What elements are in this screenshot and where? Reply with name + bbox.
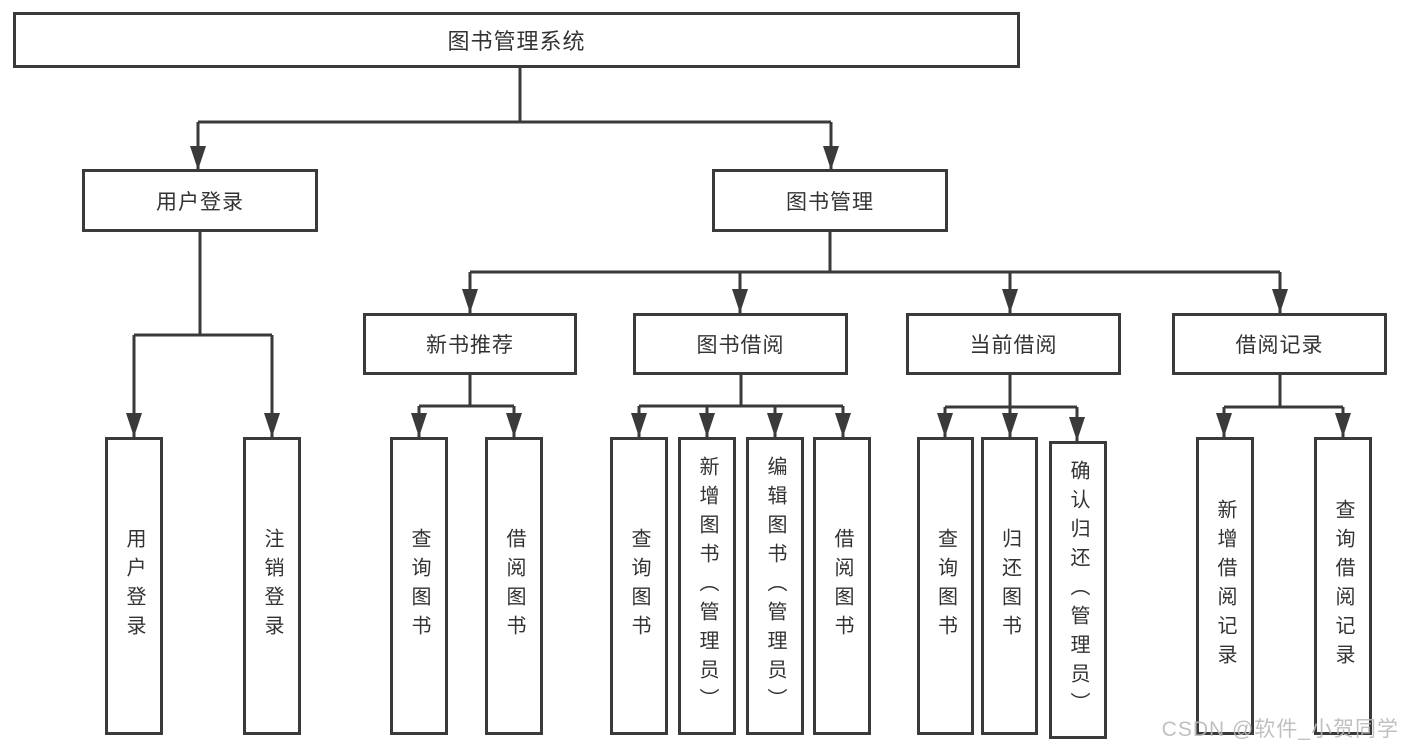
leaf-return-books-label: 归还图书 xyxy=(998,528,1021,644)
node-borrowing-records: 借阅记录 xyxy=(1172,313,1387,375)
leaf-confirm-return-admin-label: 确认归还（管理员） xyxy=(1067,459,1089,721)
leaf-confirm-return-admin: 确认归还（管理员） xyxy=(1049,441,1107,739)
leaf-borrow-books-1: 借阅图书 xyxy=(485,437,543,735)
node-book-borrowing-label: 图书借阅 xyxy=(696,334,785,357)
leaf-query-books-3-label: 查询图书 xyxy=(934,528,957,644)
leaf-user-login-label: 用户登录 xyxy=(123,528,145,644)
node-current-borrowing-label: 当前借阅 xyxy=(969,334,1058,357)
leaf-query-books-1-label: 查询图书 xyxy=(408,528,430,644)
leaf-add-borrow-record-label: 新增借阅记录 xyxy=(1214,499,1236,673)
leaf-query-borrow-record-label: 查询借阅记录 xyxy=(1332,499,1354,673)
leaf-query-borrow-record: 查询借阅记录 xyxy=(1314,437,1372,735)
leaf-borrow-books-2: 借阅图书 xyxy=(813,437,871,735)
leaf-query-books-1: 查询图书 xyxy=(390,437,448,735)
node-user-login: 用户登录 xyxy=(82,169,318,232)
leaf-logout-label: 注销登录 xyxy=(261,528,283,644)
node-root-label: 图书管理系统 xyxy=(447,29,586,54)
leaf-query-books-2: 查询图书 xyxy=(610,437,668,735)
node-new-book-recommend-label: 新书推荐 xyxy=(426,334,514,357)
leaf-add-borrow-record: 新增借阅记录 xyxy=(1196,437,1254,735)
node-current-borrowing: 当前借阅 xyxy=(906,313,1121,375)
leaf-borrow-books-1-label: 借阅图书 xyxy=(503,528,525,644)
leaf-add-books-admin-label: 新增图书（管理员） xyxy=(696,455,718,717)
csdn-watermark: CSDN @软件_小贺同学 xyxy=(1161,718,1399,741)
node-book-borrowing: 图书借阅 xyxy=(633,313,848,375)
leaf-user-login: 用户登录 xyxy=(105,437,163,735)
node-root-library-management-system: 图书管理系统 xyxy=(13,12,1020,68)
leaf-logout: 注销登录 xyxy=(243,437,301,735)
node-book-management: 图书管理 xyxy=(712,169,948,232)
leaf-add-books-admin: 新增图书（管理员） xyxy=(678,437,736,735)
leaf-return-books: 归还图书 xyxy=(981,437,1038,735)
node-new-book-recommend: 新书推荐 xyxy=(363,313,577,375)
node-borrowing-records-label: 借阅记录 xyxy=(1235,334,1324,357)
leaf-borrow-books-2-label: 借阅图书 xyxy=(831,528,853,644)
leaf-edit-books-admin: 编辑图书（管理员） xyxy=(746,437,804,735)
leaf-edit-books-admin-label: 编辑图书（管理员） xyxy=(764,455,786,717)
node-user-login-label: 用户登录 xyxy=(156,190,244,214)
leaf-query-books-3: 查询图书 xyxy=(917,437,974,735)
leaf-query-books-2-label: 查询图书 xyxy=(628,528,650,644)
node-book-management-label: 图书管理 xyxy=(786,190,874,214)
arrowheads xyxy=(126,146,1351,441)
